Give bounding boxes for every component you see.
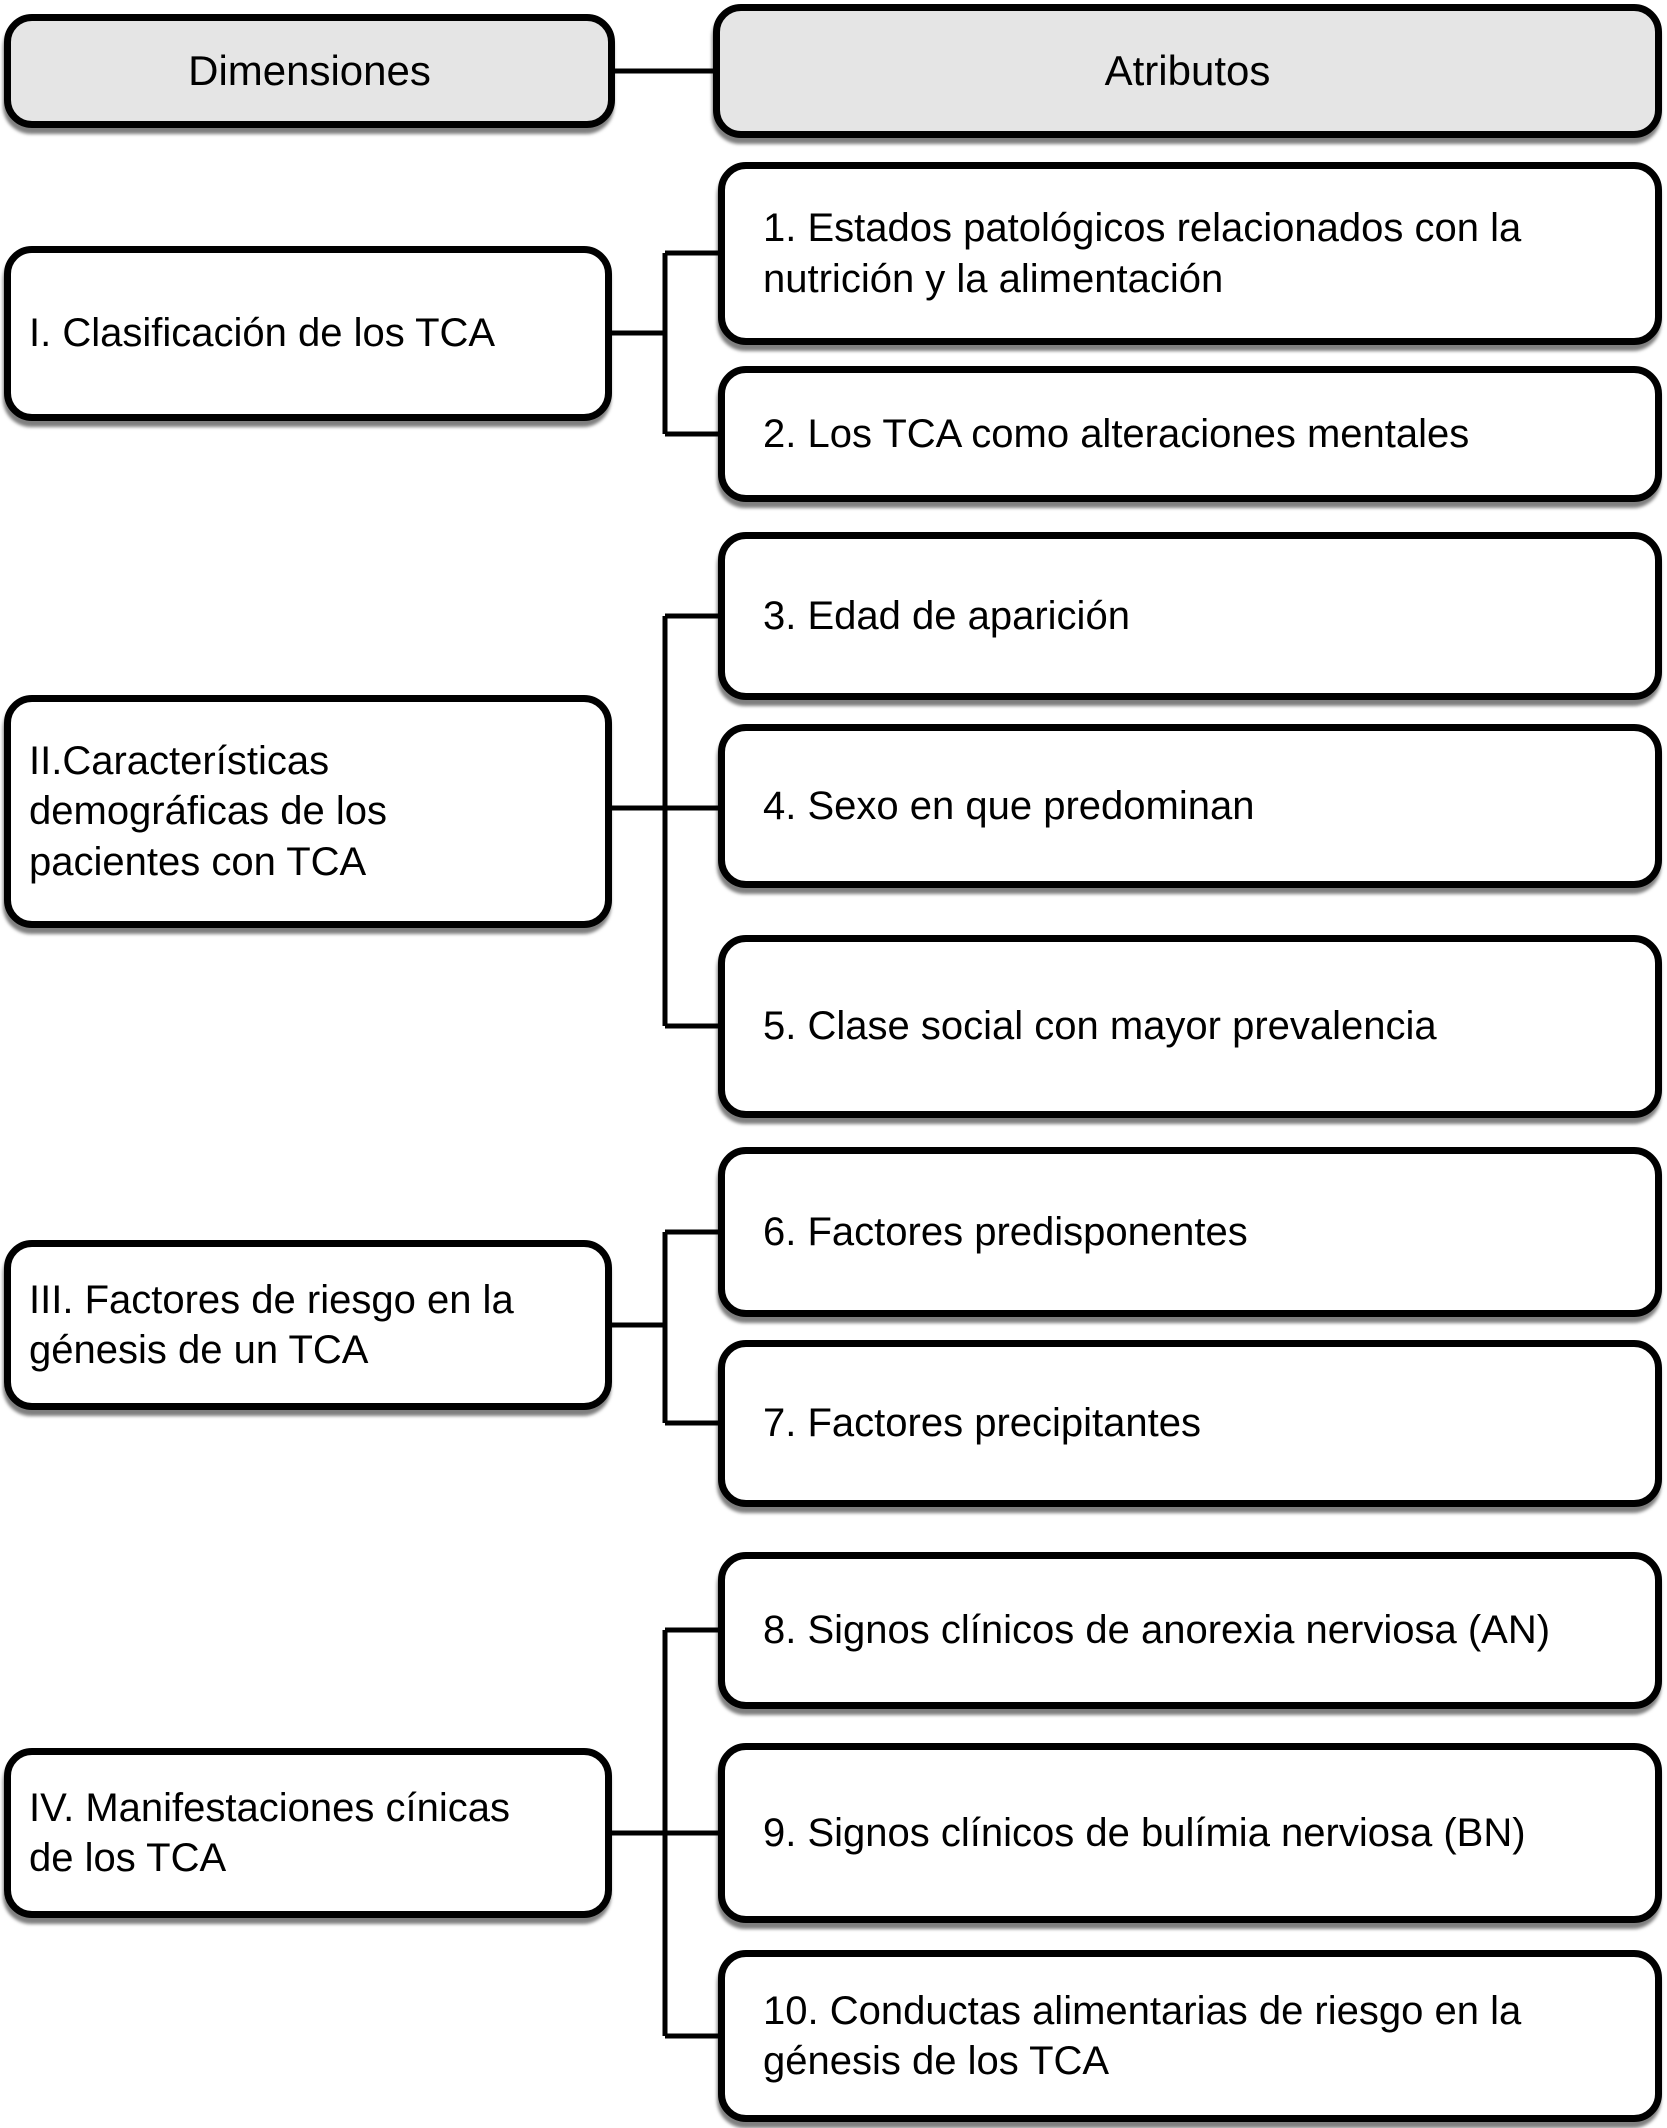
attribute-box-2: 2. Los TCA como alteraciones mentales [718,366,1662,502]
attribute-box-6: 6. Factores predisponentes [718,1147,1662,1317]
attribute-box-8-label: 8. Signos clínicos de anorexia nerviosa … [763,1608,1551,1653]
attribute-box-3-label: 3. Edad de aparición [763,593,1130,638]
header-dimensiones: Dimensiones [4,14,615,128]
dimension-box-1: I. Clasificación de los TCA [4,246,612,421]
attribute-box-7-label: 7. Factores precipitantes [763,1401,1201,1446]
attribute-box-5-label: 5. Clase social con mayor prevalencia [763,1004,1437,1049]
header-atributos: Atributos [713,4,1662,138]
dimension-box-3: III. Factores de riesgo en la génesis de… [4,1240,612,1410]
attribute-box-10-label: 10. Conductas alimentarias de riesgo en … [763,1988,1522,2083]
attribute-box-1: 1. Estados patológicos relacionados con … [718,162,1662,345]
attribute-box-9: 9. Signos clínicos de bulímia nerviosa (… [718,1743,1662,1923]
attribute-box-2-label: 2. Los TCA como alteraciones mentales [763,411,1470,456]
attribute-box-5: 5. Clase social con mayor prevalencia [718,935,1662,1118]
dimension-box-4-label: IV. Manifestaciones cínicas de los TCA [29,1785,510,1880]
dimension-box-4: IV. Manifestaciones cínicas de los TCA [4,1748,612,1918]
dimension-box-3-label: III. Factores de riesgo en la génesis de… [29,1277,514,1372]
attribute-box-6-label: 6. Factores predisponentes [763,1209,1248,1254]
attribute-box-3: 3. Edad de aparición [718,532,1662,700]
attribute-box-4-label: 4. Sexo en que predominan [763,783,1255,828]
attribute-box-10: 10. Conductas alimentarias de riesgo en … [718,1950,1662,2122]
attribute-box-7: 7. Factores precipitantes [718,1340,1662,1507]
attribute-box-9-label: 9. Signos clínicos de bulímia nerviosa (… [763,1810,1526,1855]
dimension-box-1-label: I. Clasificación de los TCA [29,311,496,356]
attribute-box-4: 4. Sexo en que predominan [718,724,1662,888]
attribute-box-8: 8. Signos clínicos de anorexia nerviosa … [718,1552,1662,1709]
dimension-box-2: II.Características demográficas de los p… [4,695,612,928]
attribute-box-1-label: 1. Estados patológicos relacionados con … [763,206,1522,301]
header-dimensiones-label: Dimensiones [188,46,431,94]
dimension-box-2-label: II.Características demográficas de los p… [29,738,387,884]
header-atributos-label: Atributos [1104,46,1271,94]
